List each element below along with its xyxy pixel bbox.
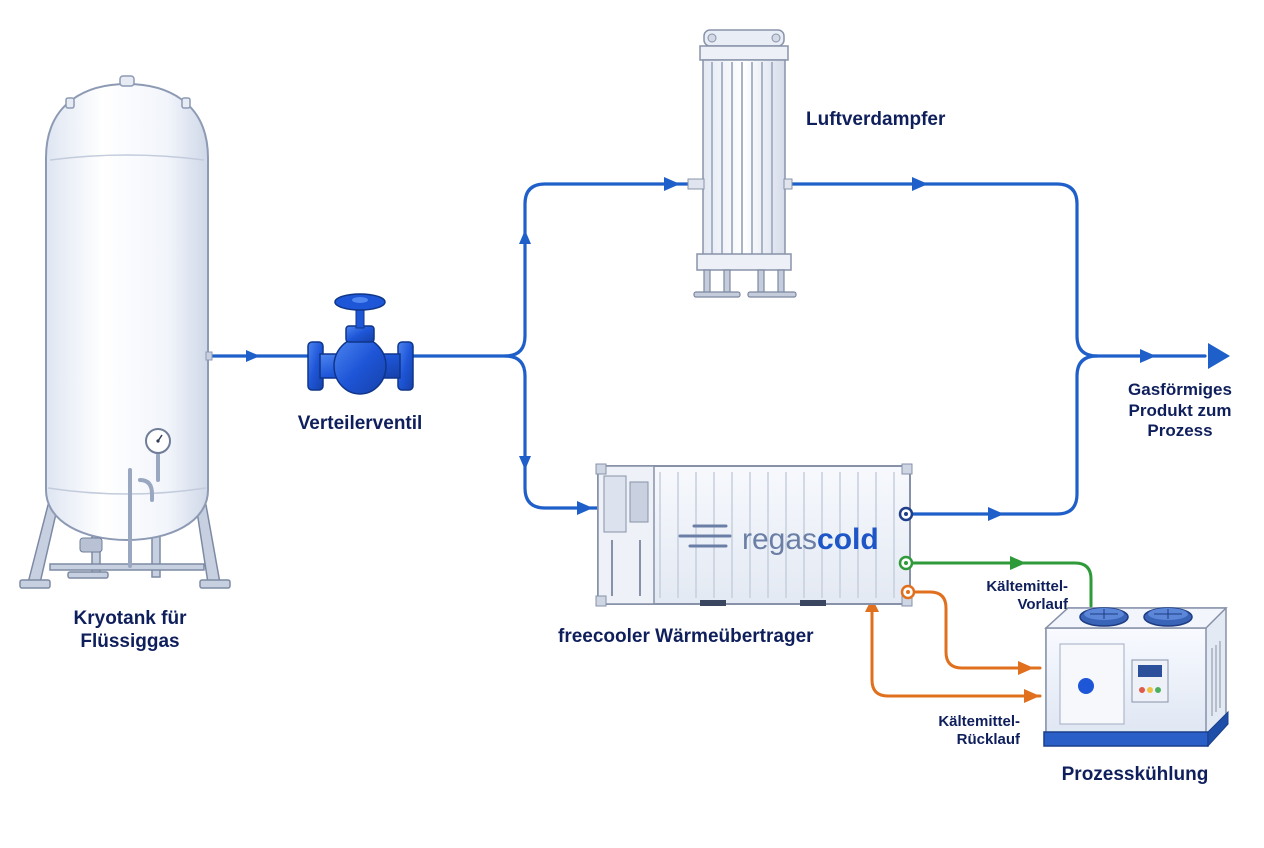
- pipe-valve-to-split: [410, 334, 527, 358]
- tank-label-line: Kryotank für: [73, 608, 187, 629]
- pipe-to-freecooler: [523, 374, 600, 510]
- flow-arrow: [1024, 689, 1040, 703]
- chiller-side-grille: [1211, 641, 1221, 716]
- freecooler-container: regascold: [595, 463, 916, 607]
- tank-piping: [128, 453, 160, 568]
- chiller-label-text: Prozesskühlung: [1061, 764, 1209, 785]
- container-ribs: [659, 472, 895, 598]
- flow-arrow: [1018, 661, 1034, 675]
- logo-speed-lines-icon: [678, 524, 732, 548]
- pipe-split-lower: [503, 354, 527, 378]
- evaporator-label-text: Luftverdampfer: [806, 109, 946, 130]
- flow-arrow: [519, 456, 531, 470]
- container-ports: [898, 506, 916, 600]
- evaporator-label: Luftverdampfer: [806, 108, 945, 131]
- pipe-freecooler-out: [910, 354, 1099, 516]
- flow-arrow: [912, 177, 928, 191]
- coolant-return-label-line: Kältemittel-: [938, 713, 1020, 730]
- coolant-supply-pipe: [910, 561, 1093, 608]
- gas-pipes: [208, 182, 1207, 516]
- process-chiller: [1043, 607, 1229, 748]
- valve-label-text: Verteilerventil: [297, 413, 423, 434]
- valve-label: Verteilerventil: [270, 412, 450, 435]
- flow-arrow: [577, 501, 593, 515]
- chiller-label: Prozesskühlung: [1040, 763, 1230, 786]
- chiller-control-panel: [1131, 659, 1169, 703]
- flow-arrow: [664, 177, 680, 191]
- svg-text:regascold: regascold: [742, 523, 879, 556]
- output-arrow-head: [1208, 343, 1230, 369]
- freecooler-label-text: freecooler Wärmeübertrager: [558, 626, 814, 647]
- chiller-indicator-icon: [1078, 678, 1094, 694]
- chiller-fan-icon: [1079, 607, 1129, 627]
- coolant-supply-label: Kältemittel- Vorlauf: [938, 578, 1068, 615]
- tank-label-line: Flüssiggas: [80, 631, 180, 653]
- tank-label: Kryotank für Flüssiggas: [40, 607, 220, 653]
- flow-arrow: [1010, 556, 1026, 570]
- coolant-supply-label-line: Kältemittel-: [986, 578, 1068, 595]
- chiller-fan-icon: [1143, 607, 1193, 627]
- tank-legs: [19, 504, 231, 589]
- tank-vessel: [45, 82, 209, 542]
- logo-text-light: regas: [742, 523, 817, 556]
- regascold-logo: regascold: [678, 523, 879, 556]
- evaporator-fins: [711, 62, 773, 254]
- coolant-return-label-line: Rücklauf: [956, 731, 1020, 749]
- gas-output-label-line: Prozess: [1147, 421, 1213, 441]
- coolant-return-label: Kältemittel- Rücklauf: [890, 713, 1020, 750]
- gas-output-label-line: Produkt zum: [1128, 400, 1232, 420]
- distribution-valve: [307, 293, 414, 395]
- logo-text-bold: cold: [817, 523, 879, 556]
- pipe-to-evaporator: [523, 182, 690, 338]
- pressure-gauge-icon: [145, 428, 171, 454]
- freecooler-label: freecooler Wärmeübertrager: [558, 625, 814, 648]
- gas-flow-arrows: [246, 177, 1230, 521]
- flow-arrow: [988, 507, 1004, 521]
- flow-arrow: [1140, 349, 1156, 363]
- flow-arrow: [519, 230, 531, 244]
- pipe-return-to-chiller: [910, 590, 1042, 670]
- coolant-return-pipes: [870, 590, 1042, 698]
- gas-output-label-line: Gasförmiges: [1128, 380, 1232, 399]
- cryo-tank: [19, 75, 231, 589]
- coolant-supply-label-line: Vorlauf: [1017, 596, 1068, 614]
- pipe-chiller-to-freecooler: [870, 602, 1042, 698]
- air-evaporator: [687, 29, 797, 298]
- gas-output-label: Gasförmiges Produkt zum Prozess: [1110, 380, 1250, 442]
- flow-arrow: [246, 350, 260, 362]
- pipe-evaporator-out: [788, 182, 1207, 358]
